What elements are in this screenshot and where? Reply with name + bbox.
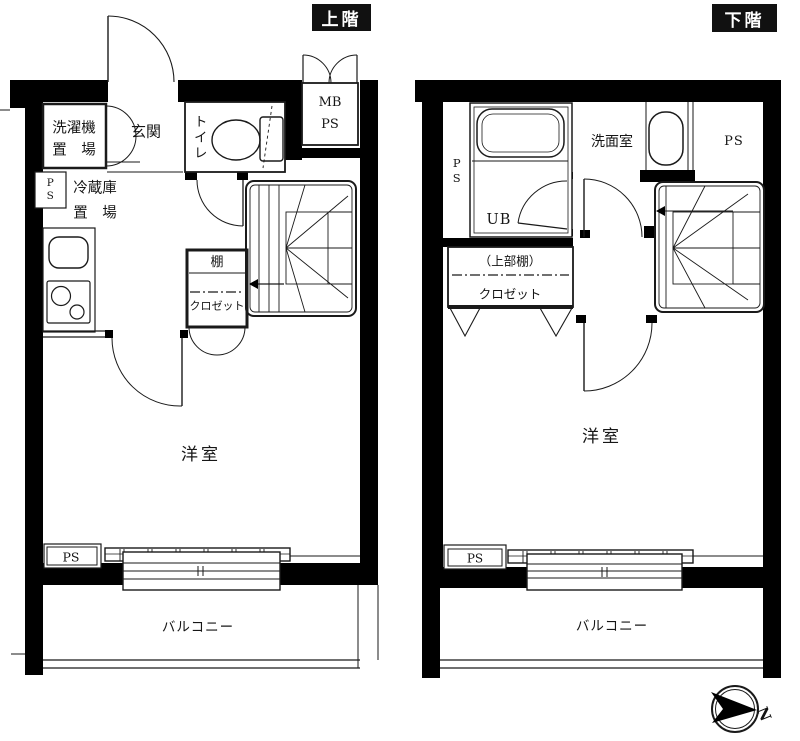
label-meter-box: MB PS	[318, 94, 342, 132]
label-pipe-space-side-upper: PS	[44, 177, 57, 203]
label-pipe-space-bottom-upper: PS	[62, 549, 80, 565]
room-door-icon	[111, 337, 183, 407]
stair-direction-arrow-lower	[656, 206, 665, 216]
upper-floor-badge: 上階	[312, 4, 371, 31]
label-shelf: 棚	[210, 254, 224, 270]
stair-direction-arrow	[249, 279, 258, 289]
balcony-lower-outline	[440, 659, 763, 669]
label-balcony-lower: バルコニー	[575, 618, 649, 635]
label-closet-lower: クロゼット	[478, 286, 542, 302]
label-washroom: 洗面室	[591, 134, 633, 151]
kitchen-counter	[42, 227, 96, 333]
pipe-space-bottom-box-lower	[443, 544, 507, 570]
closet-lower-box	[447, 246, 574, 309]
label-pipe-space-side-lower: PS	[449, 156, 464, 186]
balcony-upper-outline	[43, 585, 379, 669]
unit-bath-room	[469, 102, 573, 238]
washroom-fixtures	[645, 102, 694, 170]
wash-basin-icon	[648, 111, 684, 166]
meter-box-doors-icon	[302, 54, 358, 84]
sliding-door-icon	[122, 551, 281, 591]
stove-icon	[46, 280, 91, 324]
lower-floor-badge: 下階	[712, 4, 777, 32]
closet-box	[185, 248, 249, 329]
label-washer-place: 洗濯機 置 場	[52, 120, 96, 159]
lower-lines	[440, 102, 765, 669]
label-unit-bath: UB	[486, 211, 512, 228]
label-pipe-space-top-lower: PS	[724, 133, 744, 149]
label-western-room-lower: 洋室	[582, 426, 622, 447]
pipe-space-bottom-box	[43, 543, 102, 569]
washer-double-door-icon	[105, 105, 137, 167]
upper-lines	[0, 15, 379, 669]
meter-box	[301, 82, 359, 146]
sliding-door-lower-icon	[526, 553, 683, 591]
label-entrance: 玄関	[130, 122, 162, 141]
closet-doors-icon	[188, 326, 246, 356]
staircase-lower	[654, 181, 765, 313]
label-upper-shelf: （上部棚）	[478, 253, 542, 269]
staircase-upper	[245, 180, 357, 317]
bathtub-icon	[476, 108, 565, 158]
upper-walls	[10, 80, 378, 675]
label-fridge-place: 冷蔵庫 置 場	[73, 180, 117, 222]
pipe-space-box	[34, 171, 67, 209]
washer-place-box	[41, 102, 108, 170]
folding-doors-icon	[449, 307, 573, 338]
toilet-door-icon	[196, 179, 244, 227]
compass-rose	[711, 685, 759, 733]
label-western-room-upper: 洋室	[181, 444, 221, 465]
washroom-door-icon	[583, 178, 643, 238]
room-door-lower-icon	[583, 322, 653, 392]
lower-floor-plan	[415, 80, 781, 678]
sink-icon	[48, 236, 89, 269]
entrance-door-icon	[107, 15, 175, 83]
label-toilet: トイレ	[190, 114, 207, 162]
label-balcony-upper: バルコニー	[161, 619, 235, 636]
toilet-icon	[211, 105, 284, 169]
upper-floor-plan	[0, 15, 379, 675]
compass-needle-icon	[711, 692, 757, 723]
label-pipe-space-bottom-lower: PS	[466, 551, 484, 566]
unit-bath-door-icon	[517, 180, 568, 230]
label-closet-upper: クロゼット	[189, 299, 245, 313]
